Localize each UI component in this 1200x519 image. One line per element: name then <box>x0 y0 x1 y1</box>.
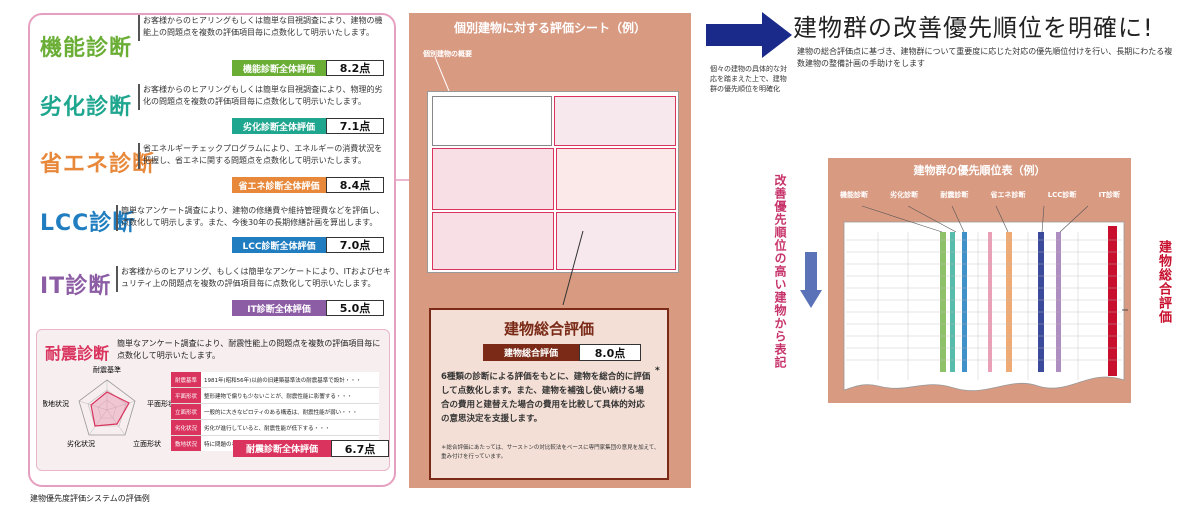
column-header: 省エネ診断 <box>990 191 1026 199</box>
radar-label: 劣化状況 <box>67 439 95 448</box>
diagnosis-desc: お客様からのヒアリング、もしくは簡単なアンケートにより、ITおよびセキュリティ上… <box>121 267 391 288</box>
score-value: 8.2点 <box>326 60 384 76</box>
divider <box>138 84 140 110</box>
score-label: 耐震診断全体評価 <box>233 440 331 457</box>
score-label: 劣化診断全体評価 <box>232 118 326 134</box>
arrow-note: 個々の建物の具体的な対応を踏まえた上で、建物群の優先順位を明確化 <box>710 65 787 93</box>
sheet-title: 個別建物に対する評価シート（例） <box>453 21 646 35</box>
diagnosis-block <box>556 148 676 210</box>
diagnosis-title: IT診断 <box>40 274 112 299</box>
sheet-thumbnail <box>427 91 679 273</box>
overall-vertical-label: 建物総合評価 <box>1156 240 1171 324</box>
score-value: 7.1点 <box>326 118 384 134</box>
pointer-line <box>434 57 450 92</box>
priority-vertical-label: 改善優先順位の高い建物から表記 <box>773 174 787 369</box>
table-row: 劣化状況 劣化が進行していると、耐震性能が低下する・・・ <box>171 420 379 436</box>
radar-chart: 耐震基準 平面形状 立面形状 劣化状況 敷地状況 <box>43 366 171 448</box>
score-value: 5.0点 <box>326 300 384 316</box>
rank-table-panel: 建物群の優先順位表（例） 機能診断 劣化診断 耐震診断 省エネ診断 LCC診断 … <box>828 158 1131 403</box>
diagnosis-desc: お客様からのヒアリングもしくは簡単な目視調査により、物理的劣化の問題点を複数の評… <box>143 85 383 106</box>
outline-label: 個別建物の概要 <box>423 50 472 58</box>
score-box: 機能診断全体評価 8.2点 <box>232 60 384 76</box>
divider <box>138 143 140 169</box>
divider <box>116 266 118 292</box>
score-box: 耐震診断全体評価 6.7点 <box>233 440 389 457</box>
overall-title: 建物総合評価 <box>503 320 594 338</box>
chart-block <box>554 96 676 146</box>
diagnosis-title: 機能診断 <box>40 36 133 61</box>
figure-caption: 建物優先度評価システムの評価例 <box>30 494 150 503</box>
score-value: 7.0点 <box>326 237 384 253</box>
column-header: 劣化診断 <box>890 191 919 199</box>
seismic-desc: 簡単なアンケート調査により、耐震性能上の問題点を複数の評価項目毎に点数化して明示… <box>117 339 381 360</box>
overall-desc: 6種類の診断による評価をもとに、建物を総合的に評価して点数化します。また、建物を… <box>441 372 651 424</box>
headline-title: 建物群の改善優先順位を明確に! <box>793 14 1154 42</box>
diagnosis-title: 劣化診断 <box>40 95 133 120</box>
outline-block <box>432 96 552 146</box>
radar-label: 立面形状 <box>133 439 161 448</box>
score-box: LCC診断全体評価 7.0点 <box>232 237 384 253</box>
radar-label: 耐震基準 <box>93 366 121 374</box>
score-value: 8.0点 <box>579 344 641 361</box>
seismic-box: 耐震診断 簡単なアンケート調査により、耐震性能上の問題点を複数の評価項目毎に点数… <box>36 329 390 471</box>
rank-columns: 機能診断 劣化診断 耐震診断 省エネ診断 LCC診断 IT診断 <box>840 190 1120 200</box>
diagnosis-block <box>432 212 554 270</box>
table-row: 平面形状 整形建物で偏りも少ないことが、耐震性能に影響する・・・ <box>171 388 379 404</box>
score-label: 省エネ診断全体評価 <box>232 177 326 193</box>
score-box: 省エネ診断全体評価 8.4点 <box>232 177 384 193</box>
divider <box>116 205 118 231</box>
diagnosis-desc: 省エネルギーチェックプログラムにより、エネルギーの消費状況を把握し、省エネに関す… <box>143 144 383 165</box>
score-label: 機能診断全体評価 <box>232 60 326 76</box>
headline-sub: 建物の総合評価点に基づき、建物群について重要度に応じた対応の優先順位付けを行い、… <box>797 47 1173 68</box>
radar-label: 平面形状 <box>147 399 171 408</box>
score-box: IT診断全体評価 5.0点 <box>232 300 384 316</box>
arrow-right-icon <box>706 12 792 58</box>
column-header: IT診断 <box>1098 191 1120 199</box>
score-box: 建物総合評価 8.0点 <box>483 344 641 361</box>
rank-table-image <box>843 205 1128 392</box>
column-header: 機能診断 <box>840 191 868 199</box>
diagnosis-desc: お客様からのヒアリングもしくは簡単な目視調査により、建物の機能上の問題点を複数の… <box>143 16 383 37</box>
column-header: LCC診断 <box>1047 191 1077 199</box>
overall-note: ＊総合評価にあたっては、サーストンの対比較法をベースに専門家集団の意見を加えて、… <box>441 445 660 460</box>
rank-table-title: 建物群の優先順位表（例） <box>913 164 1046 177</box>
overall-evaluation-box: 建物総合評価 建物総合評価 8.0点 6種類の診断による評価をもとに、建物を総合… <box>429 308 669 480</box>
asterisk: * <box>655 366 660 376</box>
table-row: 耐震基準 1981年(昭和56年)以前の旧建築基準法の耐震基準で設計・・・ <box>171 372 379 388</box>
diagnosis-block <box>556 212 676 270</box>
seismic-table: 耐震基準 1981年(昭和56年)以前の旧建築基準法の耐震基準で設計・・・ 平面… <box>171 372 379 451</box>
table-row: 立面形状 一般的に大きなピロティのある構造は、耐震性能が弱い・・・ <box>171 404 379 420</box>
divider <box>138 15 140 41</box>
diagnosis-block <box>432 148 554 210</box>
evaluation-sheet-panel: 個別建物に対する評価シート（例） 個別建物の概要 建物総合評価 建物総合評価 8… <box>409 13 691 488</box>
score-label: IT診断全体評価 <box>232 300 326 316</box>
score-value: 6.7点 <box>331 440 389 457</box>
score-label: 建物総合評価 <box>483 344 579 361</box>
arrow-down-icon <box>800 252 822 308</box>
diagnosis-title: LCC診断 <box>40 211 136 236</box>
diagnosis-title: 省エネ診断 <box>40 152 156 177</box>
score-box: 劣化診断全体評価 7.1点 <box>232 118 384 134</box>
score-label: LCC診断全体評価 <box>232 237 326 253</box>
radar-label: 敷地状況 <box>43 399 69 408</box>
pointer-line <box>562 230 584 306</box>
seismic-title: 耐震診断 <box>45 344 110 363</box>
diagnosis-desc: 簡単なアンケート調査により、建物の修繕費や維持管理費などを評価し、点数化して明示… <box>121 206 385 227</box>
score-value: 8.4点 <box>326 177 384 193</box>
column-header: 耐震診断 <box>940 191 969 199</box>
